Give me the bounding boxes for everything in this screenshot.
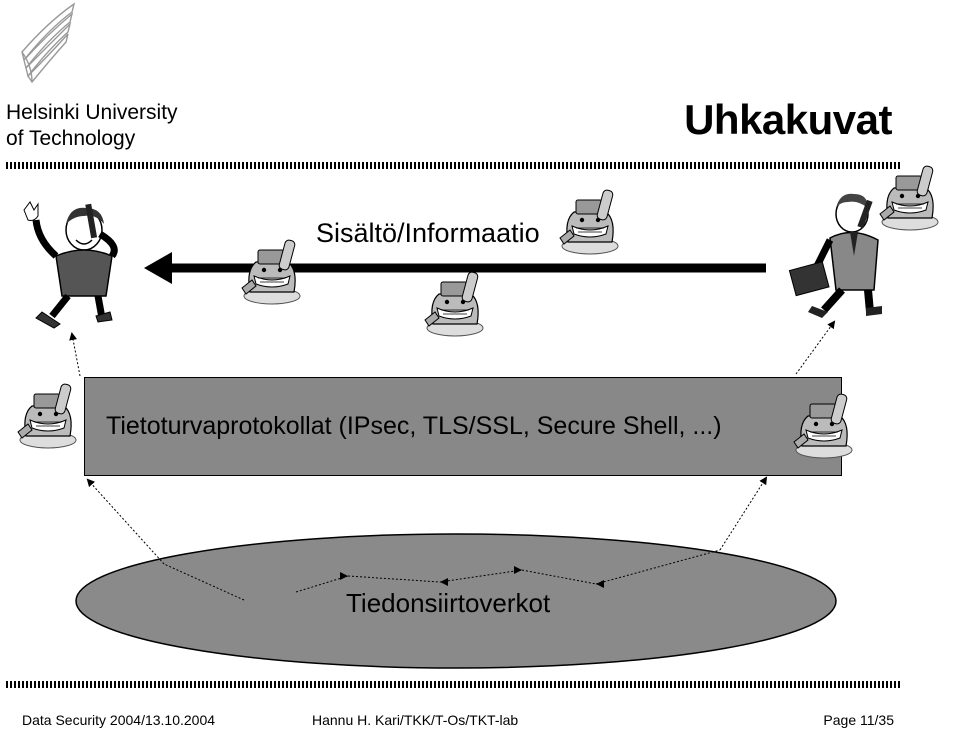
attacker-icon — [879, 164, 939, 231]
footer-page-number: Page 11/35 — [823, 712, 894, 728]
attacker-icon — [241, 238, 301, 305]
protocols-box — [84, 377, 842, 476]
header-divider — [6, 162, 902, 169]
university-logo-icon — [21, 2, 76, 84]
attacker-icon — [793, 392, 853, 459]
attacker-icon — [424, 270, 484, 337]
page-title: Uhkakuvat — [684, 96, 892, 143]
footer-divider — [6, 681, 902, 688]
woman-with-phone-icon — [23, 201, 118, 329]
university-name: Helsinki University of Technology — [6, 101, 178, 150]
footer-course: Data Security 2004/13.10.2004 — [22, 712, 216, 728]
information-label: Sisältö/Informaatio — [316, 218, 540, 248]
attacker-icon — [17, 382, 77, 449]
footer-author: Hannu H. Kari/TKK/T-Os/TKT-lab — [312, 712, 519, 728]
attacker-icon — [559, 188, 619, 255]
protocols-label: Tietoturvaprotokollat (IPsec, TLS/SSL, S… — [106, 412, 722, 440]
network-label: Tiedonsiirtoverkot — [346, 588, 551, 618]
businessman-with-phone-icon — [788, 193, 882, 318]
